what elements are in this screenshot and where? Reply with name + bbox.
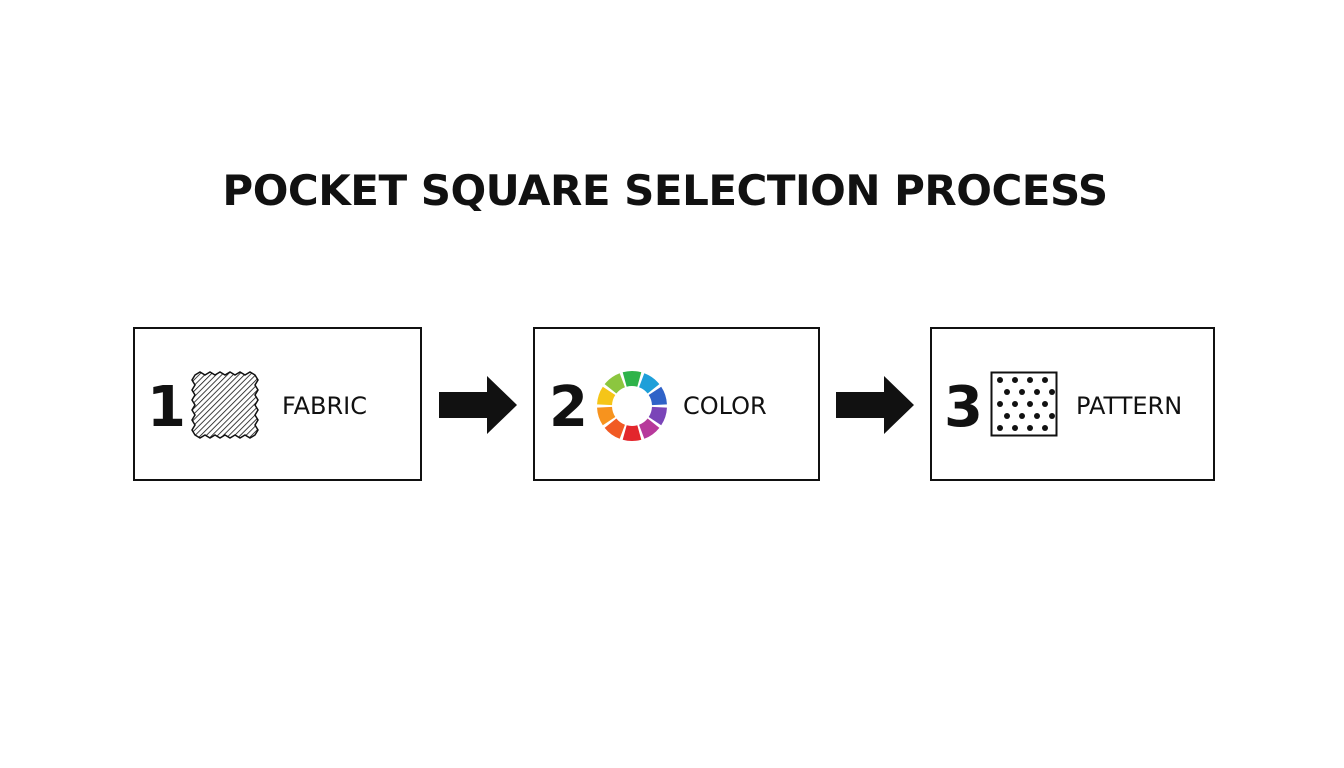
color-wheel-segment [639,418,660,439]
pattern-dot [1027,401,1033,407]
step-fabric: 1 FABRIC [133,327,422,481]
color-wheel-segment [648,386,667,406]
pattern-dot [1034,389,1040,395]
diagram-title: POCKET SQUARE SELECTION PROCESS [222,166,1108,215]
pattern-dot [1012,401,1018,407]
pattern-dot [997,425,1003,431]
step-color: 2 COLOR [533,327,820,481]
pattern-dot [1012,377,1018,383]
pattern-dot [1034,413,1040,419]
color-wheel-segment [604,373,625,394]
pattern-dot [997,401,1003,407]
pattern-dot [997,377,1003,383]
pattern-dot [1004,389,1010,395]
pattern-dot [1019,413,1025,419]
step-label: FABRIC [282,392,367,420]
step-label: PATTERN [1076,392,1183,420]
color-wheel-segment [597,386,616,406]
pattern-dot [1027,377,1033,383]
pattern-dot [1049,413,1055,419]
fabric-swatch-icon [191,371,259,439]
pattern-dot [1042,425,1048,431]
right-arrow-icon [439,376,517,434]
step-pattern: 3 PATTERN [930,327,1215,481]
step-number: 2 [549,375,588,440]
pattern-dot [1027,425,1033,431]
pattern-dot [1049,389,1055,395]
color-wheel-segment [597,406,616,426]
pattern-dot [1004,413,1010,419]
color-wheel-segment [604,418,625,439]
pattern-dot [1042,377,1048,383]
right-arrow-icon [836,376,914,434]
color-wheel-icon [597,371,667,441]
step-label: COLOR [683,392,767,420]
pattern-dot [1042,401,1048,407]
pattern-dot [1019,389,1025,395]
step-number: 1 [147,375,186,440]
color-wheel-segment [648,406,667,426]
color-wheel-segment [622,371,642,387]
step-number: 3 [944,375,983,440]
pattern-dot [1012,425,1018,431]
color-wheel-segment [622,425,642,441]
polka-dot-pattern-icon [990,371,1058,437]
color-wheel-segment [639,373,660,394]
